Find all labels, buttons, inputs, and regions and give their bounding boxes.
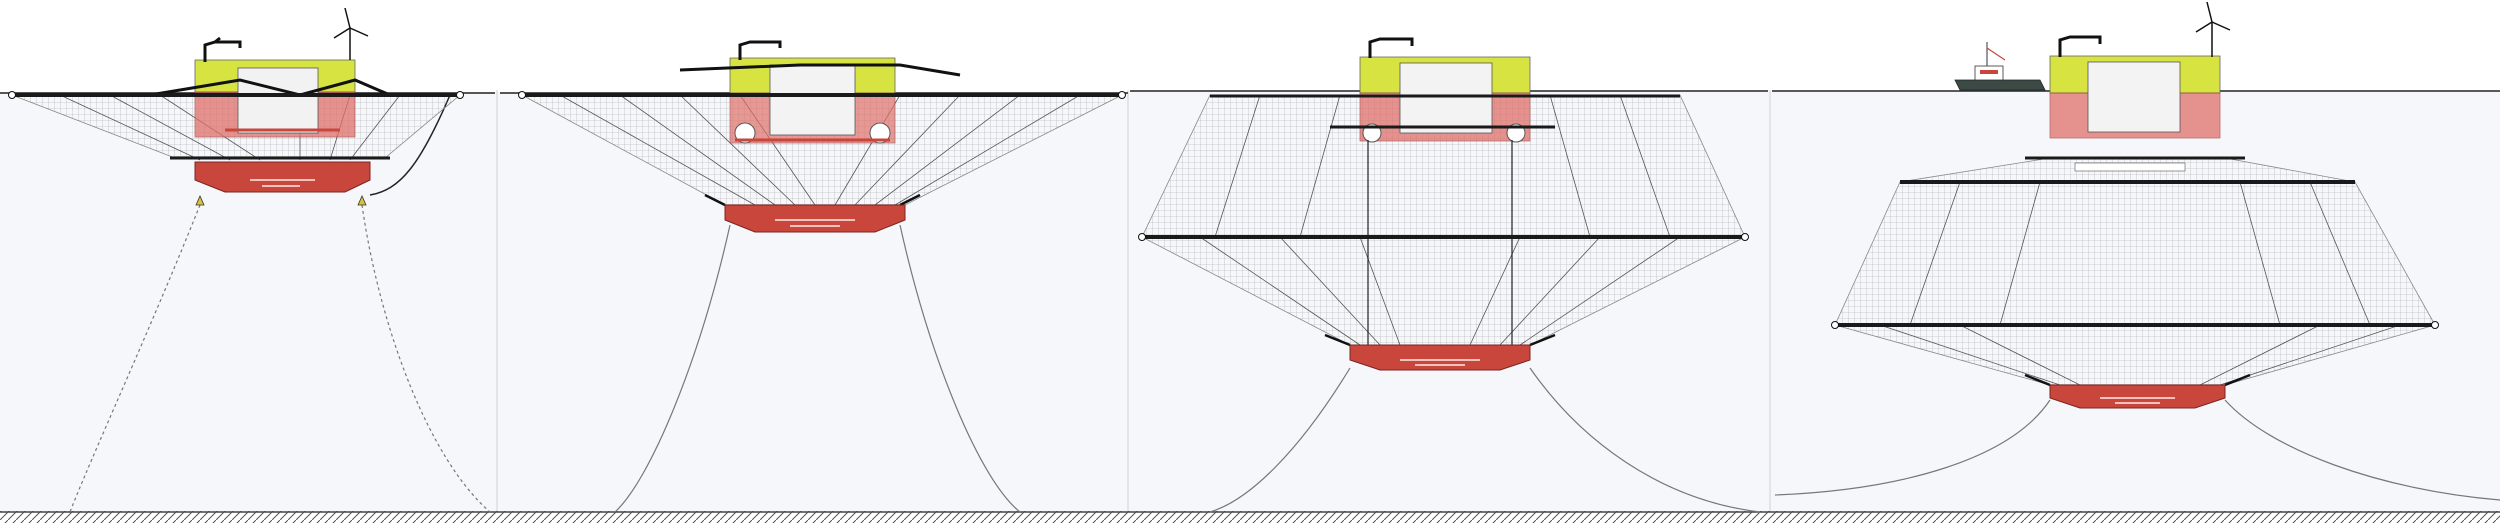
- net-mesh: [1834, 181, 2436, 326]
- panel-stage-4: [1774, 1, 2500, 501]
- panel-dividers: [496, 90, 1771, 512]
- seabed: [0, 511, 2500, 523]
- wind-turbine-icon: [2195, 1, 2231, 57]
- crane-icon: [203, 36, 242, 62]
- mooring-line: [69, 204, 201, 513]
- mooring-line: [361, 204, 491, 513]
- sinker-tube: [194, 161, 371, 193]
- panel-stage-1: [8, 7, 491, 513]
- mooring-line: [614, 224, 731, 513]
- anchor-buoy-icon: [195, 195, 205, 206]
- sinker-tube: [724, 204, 906, 233]
- mooring-line: [1529, 367, 1761, 513]
- mooring-line: [2224, 399, 2500, 501]
- wind-turbine-icon: [333, 7, 369, 60]
- anchor-buoy-icon: [357, 195, 367, 206]
- mooring-line: [1209, 367, 1351, 513]
- sinker-tube: [2049, 384, 2226, 409]
- mooring-line: [899, 224, 1021, 513]
- service-vessel-icon: [1954, 42, 2046, 91]
- mooring-line: [1774, 399, 2051, 496]
- crane-icon: [738, 40, 782, 60]
- crane-icon: [1368, 37, 1414, 58]
- panel-stage-3: [1138, 37, 1761, 513]
- crane-icon: [2058, 35, 2102, 57]
- panel-stage-2: [518, 40, 1126, 513]
- sinker-tube: [1349, 344, 1531, 371]
